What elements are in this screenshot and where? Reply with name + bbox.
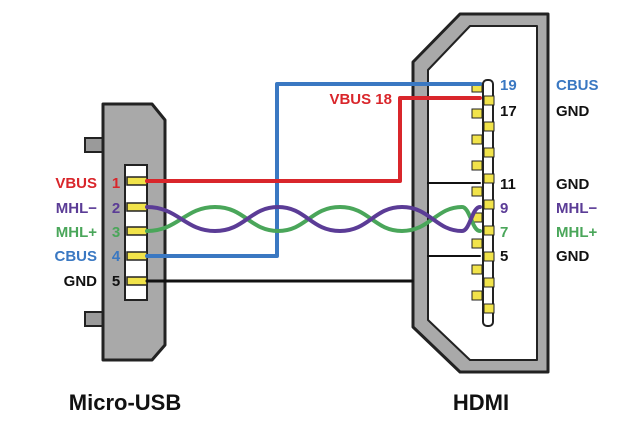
micro-usb-signal-mhl-minus: MHL− — [56, 200, 97, 217]
hdmi-pin-contact — [483, 225, 495, 236]
hdmi-signal-gnd: GND — [556, 176, 590, 193]
wires — [145, 82, 482, 283]
hdmi-pin-contact — [471, 290, 483, 301]
micro-usb-pin-number: 4 — [112, 248, 121, 265]
hdmi-pin-number: 17 — [500, 103, 517, 120]
hdmi-pin-contact — [483, 303, 495, 314]
hdmi-pin-number: 11 — [500, 176, 516, 193]
hdmi-pin-number: 9 — [500, 200, 508, 217]
hdmi-pin-contact — [483, 173, 495, 184]
micro-usb-pin-number: 3 — [112, 224, 120, 241]
hdmi-pin-contact — [471, 264, 483, 275]
micro-usb-tab-bottom — [84, 311, 104, 327]
micro-usb-pin-contact — [126, 276, 148, 286]
hdmi-pin-contact — [471, 134, 483, 145]
micro-usb-pin-contact — [126, 226, 148, 236]
hdmi-title: HDMI — [453, 390, 509, 415]
hdmi-pin-number: 7 — [500, 224, 508, 241]
hdmi-signal-gnd: GND — [556, 248, 590, 265]
micro-usb-pin-contact — [126, 202, 148, 212]
micro-usb-pin-number: 1 — [112, 175, 120, 192]
micro-usb-pin-contact — [126, 176, 148, 186]
hdmi-connector — [411, 12, 550, 374]
micro-usb-pin-number: 5 — [112, 273, 120, 290]
hdmi-signal-mhl-plus: MHL+ — [556, 224, 597, 241]
hdmi-pin-contact — [471, 186, 483, 197]
hdmi-pin-contact — [483, 277, 495, 288]
micro-usb-labels: VBUS MHL− MHL+ CBUS GND 1 2 3 4 5 — [54, 175, 120, 290]
micro-usb-signal-cbus: CBUS — [54, 248, 97, 265]
hdmi-pin-number: 19 — [500, 77, 517, 94]
hdmi-pin-contact — [471, 160, 483, 171]
wire-cbus — [145, 82, 482, 258]
hdmi-pin-contact — [483, 121, 495, 132]
micro-usb-tab-top — [84, 137, 104, 153]
hdmi-pin-contact — [471, 108, 483, 119]
micro-usb-signal-vbus: VBUS — [55, 175, 97, 192]
wire-mhl-minus — [145, 205, 482, 233]
micro-usb-pin-contact — [126, 251, 148, 261]
hdmi-pin-contact — [483, 251, 495, 262]
micro-usb-pin-number: 2 — [112, 200, 120, 217]
hdmi-signal-cbus: CBUS — [556, 77, 599, 94]
hdmi-labels: VBUS 18 19 17 11 9 7 5 CBUS GND GND MHL−… — [329, 77, 598, 265]
micro-usb-title: Micro-USB — [69, 390, 181, 415]
hdmi-pin-contact — [483, 147, 495, 158]
wire-vbus — [145, 96, 482, 183]
hdmi-pin-contact — [483, 199, 495, 210]
hdmi-signal-gnd: GND — [556, 103, 590, 120]
hdmi-vbus-18-label: VBUS 18 — [329, 91, 392, 108]
hdmi-pin-contact — [483, 95, 495, 106]
micro-usb-signal-gnd: GND — [64, 273, 98, 290]
hdmi-signal-mhl-minus: MHL− — [556, 200, 597, 217]
micro-usb-signal-mhl-plus: MHL+ — [56, 224, 97, 241]
hdmi-pin-contact — [471, 238, 483, 249]
hdmi-pin-contacts — [471, 82, 495, 314]
wire-mhl-plus — [145, 205, 482, 233]
hdmi-pin-number: 5 — [500, 248, 508, 265]
